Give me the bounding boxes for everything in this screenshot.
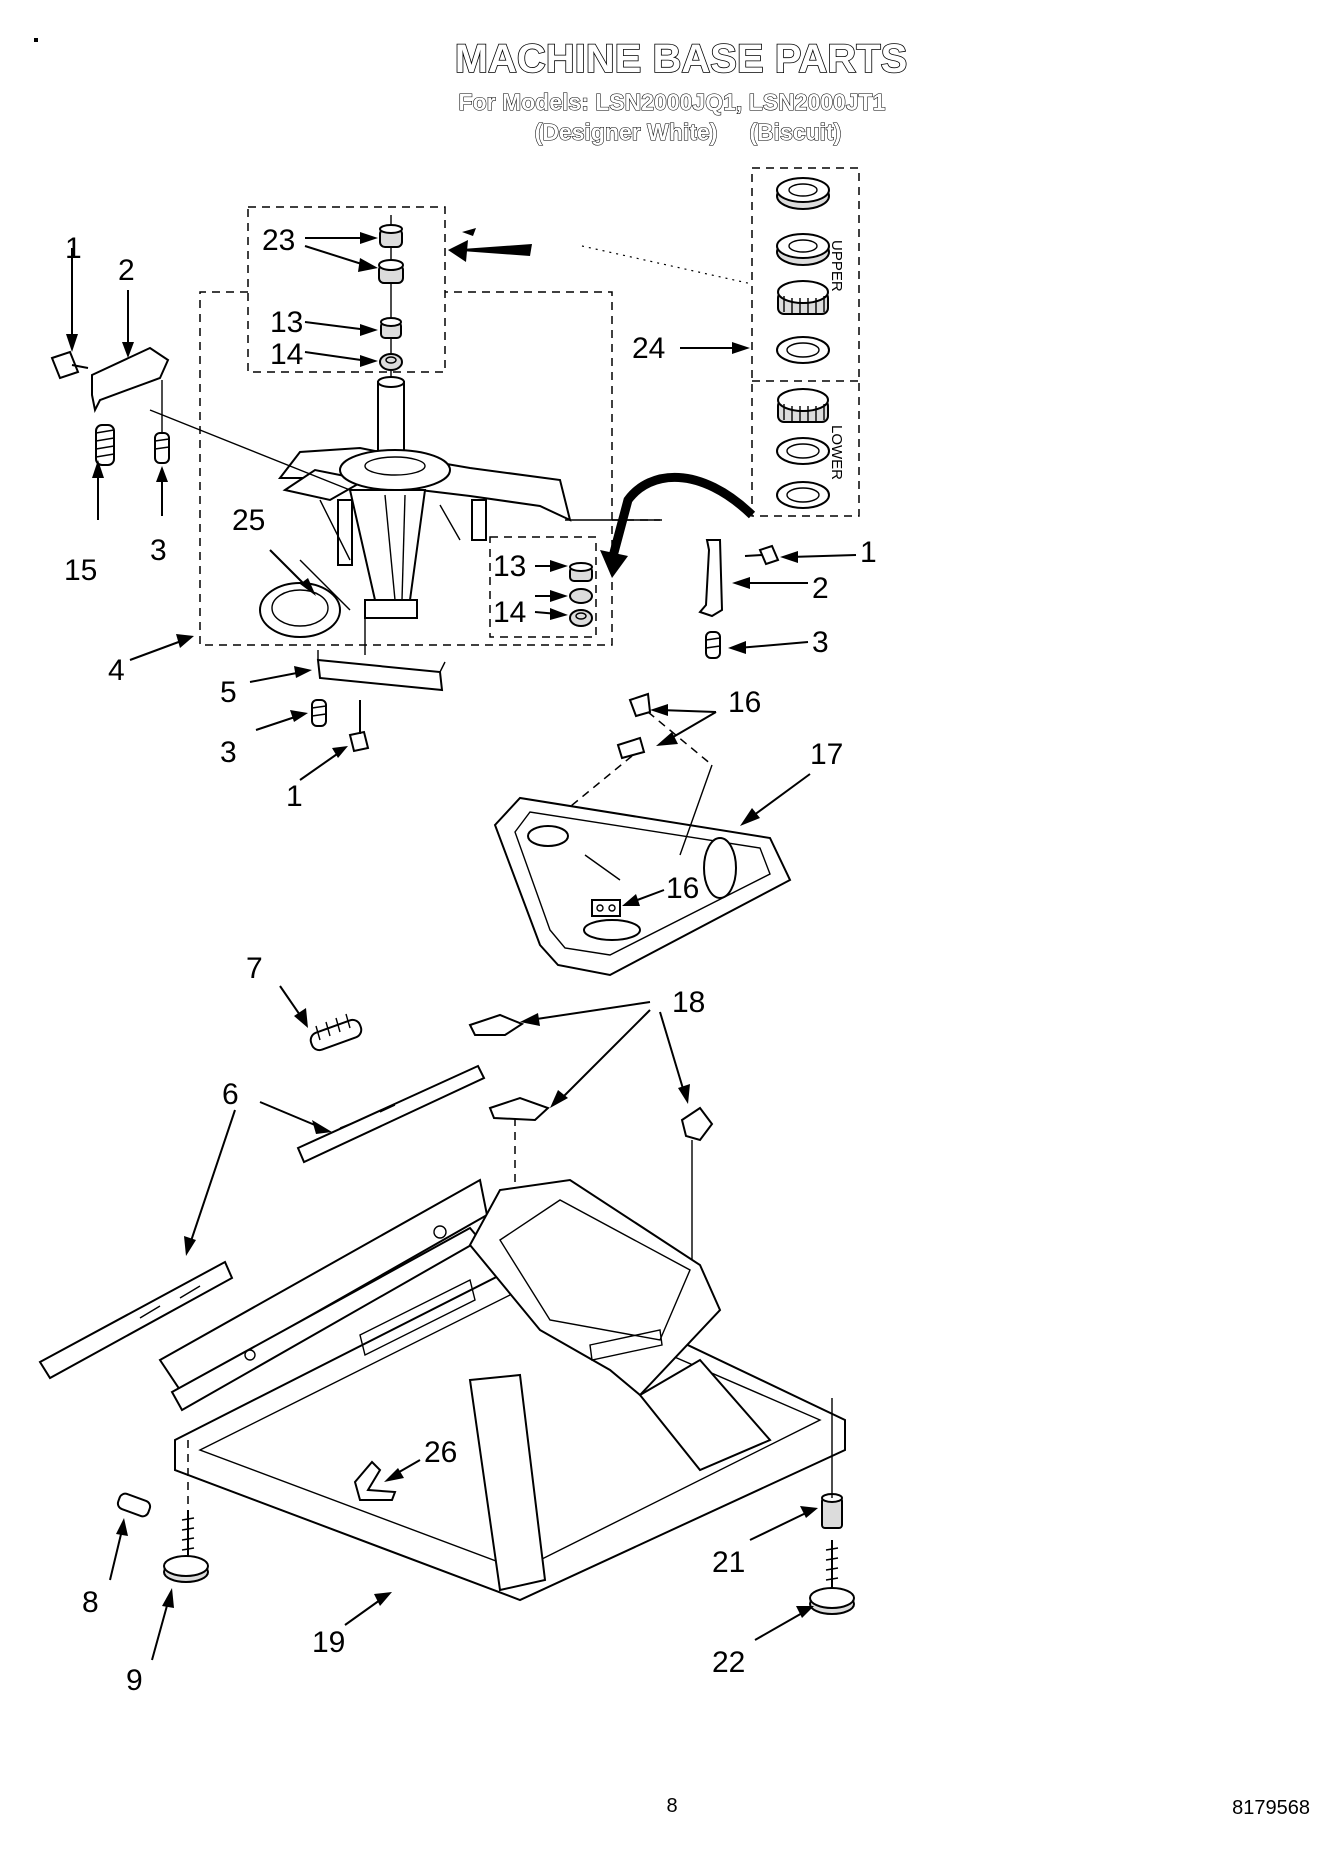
page-title: MACHINE BASE PARTS bbox=[455, 37, 908, 81]
callout-1c: 1 bbox=[286, 780, 303, 813]
leveling-leg-22 bbox=[809, 1540, 855, 1615]
leveling-leg-9 bbox=[163, 1510, 209, 1583]
bearing-kit: UPPER LOWER bbox=[776, 177, 845, 509]
bearing-location-arrow bbox=[448, 244, 532, 256]
bolt-1c bbox=[348, 700, 370, 753]
bolt-1b bbox=[744, 544, 780, 566]
upper-bushing-14 bbox=[379, 353, 403, 371]
small-arrow-mark bbox=[462, 228, 476, 236]
spring-7 bbox=[309, 1013, 363, 1052]
callout-4: 4 bbox=[108, 654, 125, 687]
bolt-1a bbox=[50, 350, 89, 380]
spring-3b bbox=[705, 631, 721, 659]
lower-bearing-race-2 bbox=[776, 481, 830, 509]
callout-16a: 16 bbox=[728, 686, 761, 719]
pad-18a bbox=[468, 1013, 525, 1036]
bearing-leader-dotted bbox=[581, 245, 753, 285]
callout-1b: 1 bbox=[860, 536, 877, 569]
tub-base-spider-assembly bbox=[277, 376, 572, 619]
upper-bearing-race bbox=[776, 336, 830, 364]
callout-1a: 1 bbox=[65, 232, 82, 265]
nut-21 bbox=[821, 1493, 843, 1529]
tub-ring-25 bbox=[259, 582, 341, 638]
machine-base-19 bbox=[158, 1178, 846, 1602]
leader-arrows bbox=[66, 232, 857, 1661]
callout-6: 6 bbox=[222, 1078, 239, 1111]
callout-2a: 2 bbox=[118, 254, 135, 287]
callout-14b: 14 bbox=[493, 596, 526, 629]
scan-dot bbox=[34, 38, 38, 42]
callout-18: 18 bbox=[672, 986, 705, 1019]
callout-3c: 3 bbox=[220, 736, 237, 769]
callout-2b: 2 bbox=[812, 572, 829, 605]
ring-leader bbox=[299, 559, 351, 611]
upper-bushing-23a bbox=[379, 224, 403, 248]
callout-24: 24 bbox=[632, 332, 665, 365]
callout-5: 5 bbox=[220, 676, 237, 709]
callout-3a: 3 bbox=[150, 534, 167, 567]
models-line: For Models: LSN2000JQ1, LSN2000JT1 bbox=[459, 89, 886, 115]
clip-16a bbox=[628, 692, 652, 718]
lower-bushing-13 bbox=[569, 562, 593, 582]
spring-hook-leader bbox=[149, 409, 351, 491]
upper-bearing-ring-1 bbox=[776, 177, 830, 210]
pad-18c bbox=[680, 1106, 714, 1142]
callout-9: 9 bbox=[126, 1664, 143, 1697]
lower-label: LOWER bbox=[828, 425, 845, 480]
callout-3b: 3 bbox=[812, 626, 829, 659]
brace-rail-6a bbox=[296, 1064, 486, 1164]
spring-3c bbox=[311, 699, 327, 727]
upper-bearing-ring-2 bbox=[776, 233, 830, 266]
upper-label: UPPER bbox=[828, 240, 845, 292]
spring-15 bbox=[95, 424, 115, 466]
callout-22: 22 bbox=[712, 1646, 745, 1679]
page-number: 8 bbox=[666, 1795, 677, 1817]
lower-bearing-roller-cage bbox=[777, 388, 829, 423]
callout-14a: 14 bbox=[270, 338, 303, 371]
callout-21: 21 bbox=[712, 1546, 745, 1579]
lower-bearing-race-1 bbox=[776, 437, 830, 465]
clip-26 bbox=[353, 1460, 397, 1501]
callout-17: 17 bbox=[810, 738, 843, 771]
callout-23: 23 bbox=[262, 224, 295, 257]
upper-bearing-roller-cage bbox=[777, 280, 829, 315]
colors-line: (Designer White) (Biscuit) bbox=[535, 119, 842, 145]
lower-bearing-curved-arrowhead bbox=[600, 550, 628, 578]
bearing-kit-box bbox=[751, 167, 860, 517]
lower-bearing-curved-arrow bbox=[607, 472, 756, 562]
callout-26: 26 bbox=[424, 1436, 457, 1469]
lower-bushing-14a bbox=[569, 588, 593, 604]
clip-dash-2 bbox=[559, 755, 633, 816]
pad-18b bbox=[488, 1096, 550, 1122]
callout-13b: 13 bbox=[493, 550, 526, 583]
tub-base-assembly-box bbox=[199, 291, 613, 646]
callout-7: 7 bbox=[246, 952, 263, 985]
clip-16c bbox=[591, 899, 621, 917]
document-number: 8179568 bbox=[1232, 1797, 1310, 1819]
callout-16b: 16 bbox=[666, 872, 699, 905]
clip-16b bbox=[616, 736, 646, 760]
bracket-2a bbox=[91, 346, 170, 414]
upper-bushing-13 bbox=[380, 317, 402, 339]
bracket-2b bbox=[698, 539, 724, 618]
callout-25: 25 bbox=[232, 504, 265, 537]
suspension-frame-17 bbox=[493, 764, 792, 977]
bearing-location-arrowhead bbox=[448, 240, 468, 262]
spring-3a bbox=[154, 432, 170, 464]
lower-bushing-group-box bbox=[489, 536, 597, 638]
brace-rail-6b bbox=[38, 1260, 234, 1380]
callout-15: 15 bbox=[64, 554, 97, 587]
plug-8 bbox=[116, 1492, 152, 1518]
bracket-5 bbox=[316, 650, 446, 692]
callout-labels: 1 2 15 3 23 13 14 24 25 13 14 1 2 3 4 5 … bbox=[64, 224, 877, 1697]
callout-19: 19 bbox=[312, 1626, 345, 1659]
callout-13a: 13 bbox=[270, 306, 303, 339]
upper-bushing-group-box bbox=[247, 206, 446, 373]
lower-bushing-14b bbox=[569, 609, 593, 627]
upper-bushing-23b bbox=[378, 259, 404, 284]
callout-8: 8 bbox=[82, 1586, 99, 1619]
